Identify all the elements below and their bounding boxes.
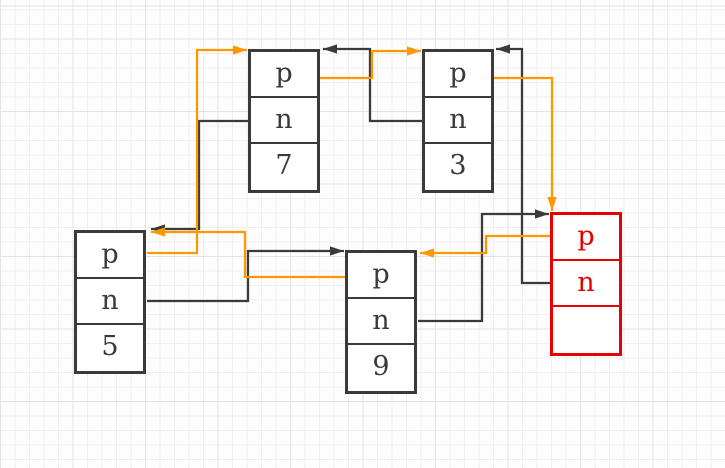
node-7-field-n: n [251,98,317,144]
edge-n-5-to-9 [147,246,344,303]
node-new-field-n: n [553,261,619,307]
edge-p-5-to-7 [147,45,247,255]
edge-p-9-to-5 [151,227,345,279]
node-3-field-n: n [425,98,491,144]
node-3: p n 3 [422,49,494,193]
node-7-field-p: p [251,52,317,98]
edge-n-7-to-5 [151,119,248,234]
edge-n-new-to-3 [496,44,550,285]
node-5-field-value: 5 [101,331,119,362]
node-9-field-p: p [348,253,414,299]
node-7: p n 7 [248,49,320,193]
node-7-field-value: 7 [275,150,293,181]
node-5-field-n: n [77,279,143,325]
node-9-field-n: n [348,299,414,345]
node-9-field-value: 9 [372,351,390,382]
node-9: p n 9 [345,250,417,394]
edge-p-new-to-9 [420,234,550,258]
edge-n-3-to-7 [323,44,422,123]
edge-p-3-to-new [493,76,557,211]
edge-p-7-to-3 [320,46,421,80]
node-5: p n 5 [74,230,146,374]
node-new-field-p: p [553,215,619,261]
node-new-field-value [553,307,619,353]
node-new: p n [550,212,622,356]
node-3-field-value: 3 [449,150,467,181]
node-5-field-p: p [77,233,143,279]
edge-n-9-to-new [418,209,549,323]
node-3-field-p: p [425,52,491,98]
